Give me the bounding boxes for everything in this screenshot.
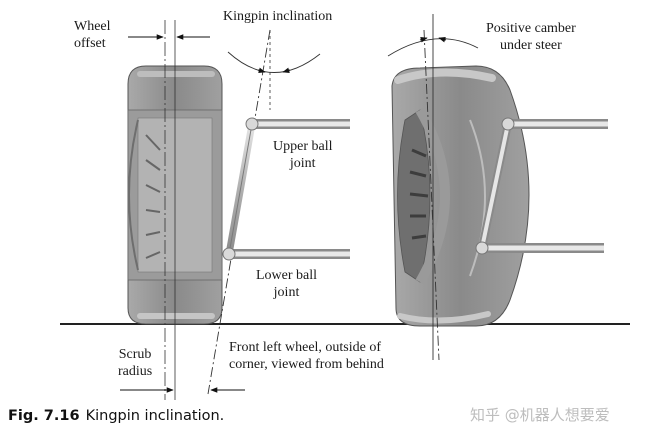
label-positive-camber: Positive camber under steer [486, 21, 576, 53]
figure-number: Fig. 7.16 [8, 408, 80, 424]
camber-axis-line [423, 29, 440, 361]
watermark: 知乎 @机器人想要爱 [470, 406, 610, 424]
right-wheel [391, 65, 530, 327]
kingpin-angle-arc [227, 51, 321, 73]
label-upper-ball-joint: Upper ball joint [273, 139, 333, 171]
label-lower-ball-joint: Lower ball joint [256, 268, 318, 300]
right-lower-joint [475, 241, 489, 255]
right-upper-joint [501, 117, 515, 131]
label-scrub-radius: Scrub radius [118, 347, 153, 379]
upper-ball-joint [245, 117, 259, 131]
figure-caption-text: Kingpin inclination. [85, 408, 225, 424]
camber-angle-arc [387, 38, 479, 57]
lower-ball-joint [222, 247, 236, 261]
label-view-note: Front left wheel, outside of corner, vie… [229, 340, 384, 372]
label-wheel-offset: Wheel offset [74, 19, 111, 51]
label-kingpin-inclination: Kingpin inclination [223, 9, 333, 24]
figure-caption: Fig. 7.16 Kingpin inclination. [8, 408, 224, 424]
